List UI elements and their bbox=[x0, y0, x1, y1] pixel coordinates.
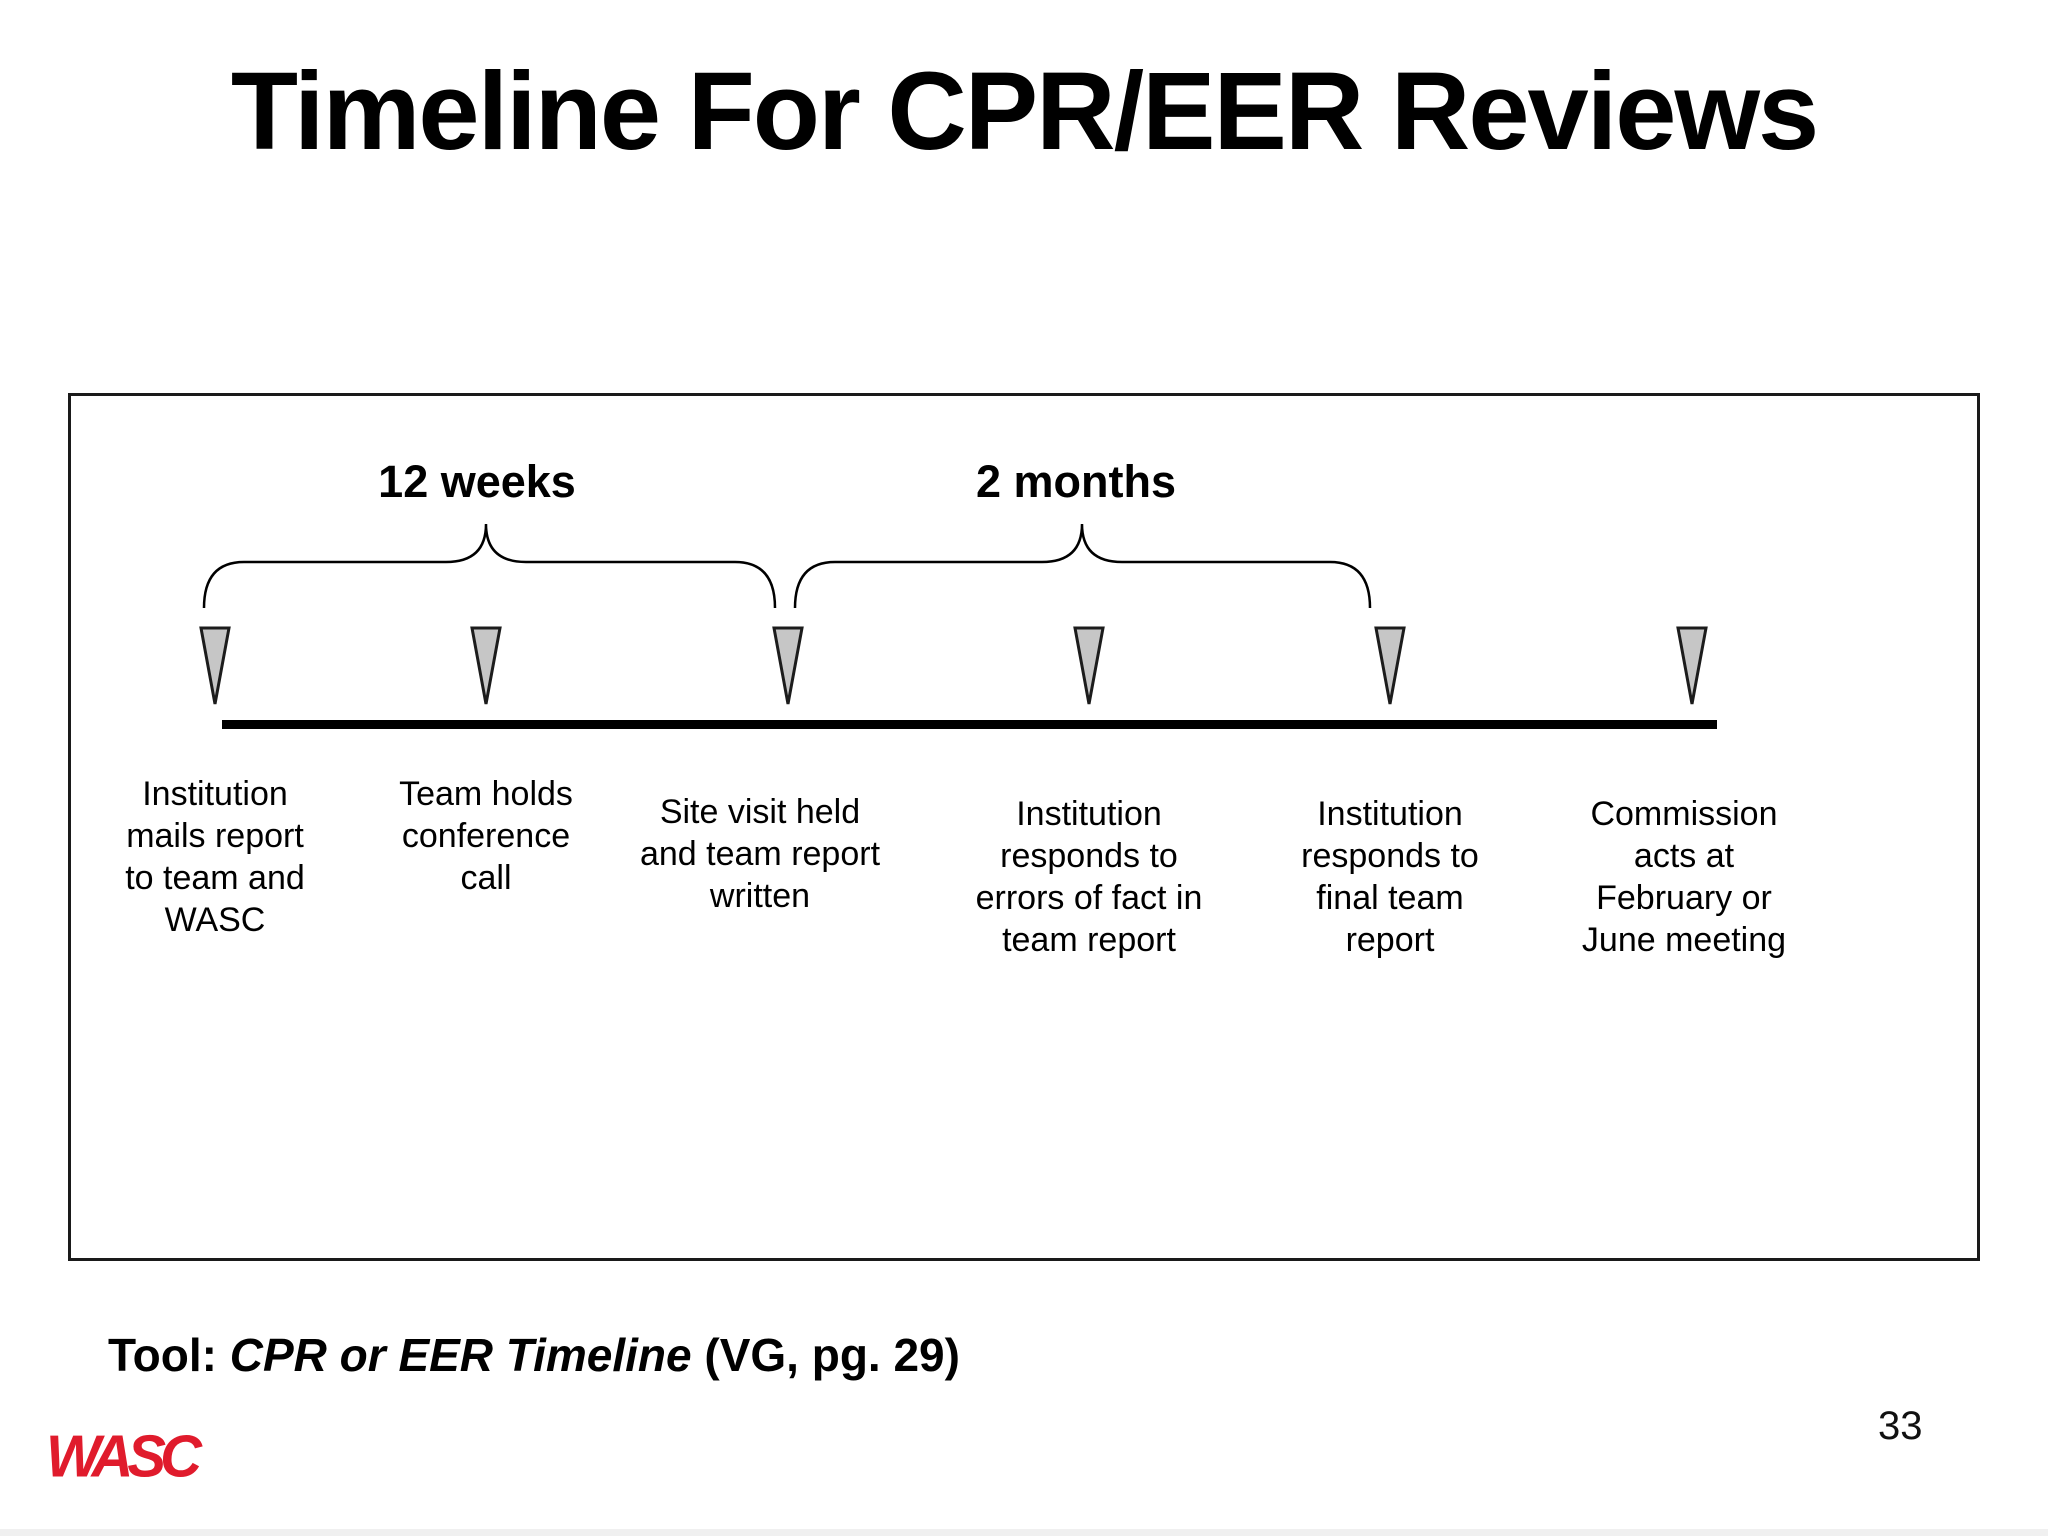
timeline-marker bbox=[1374, 626, 1406, 705]
tool-note-prefix: Tool: bbox=[108, 1329, 230, 1381]
tool-note-name: CPR or EER Timeline bbox=[229, 1329, 692, 1381]
timeline-marker bbox=[1676, 626, 1708, 705]
event-label-site-visit: Site visit held and team report written bbox=[639, 793, 881, 915]
event-label-team-conference-call: Team holds conference call bbox=[399, 775, 573, 897]
timeline-marker bbox=[470, 626, 502, 705]
timeline-graphic bbox=[199, 523, 1717, 729]
timeline-marker bbox=[1073, 626, 1105, 705]
event-label-institution-mails-report: Institution mails report to team and WAS… bbox=[125, 775, 305, 939]
duration-label-12-weeks: 12 weeks bbox=[378, 456, 576, 507]
event-label-commission-acts: Commission acts at February or June meet… bbox=[1581, 795, 1787, 959]
timeline-marker bbox=[199, 626, 231, 705]
duration-label-2-months: 2 months bbox=[975, 456, 1177, 507]
brace-2-months bbox=[793, 523, 1372, 609]
bottom-edge-strip bbox=[0, 1529, 2048, 1536]
timeline-marker bbox=[772, 626, 804, 705]
wasc-logo: WASC bbox=[46, 1423, 202, 1490]
page-title: Timeline For CPR/EER Reviews bbox=[230, 50, 1819, 173]
tool-note-suffix: (VG, pg. 29) bbox=[691, 1329, 960, 1381]
page-number: 33 bbox=[1878, 1404, 1923, 1448]
event-label-errors-of-fact: Institution responds to errors of fact i… bbox=[975, 795, 1203, 959]
timeline-frame: 12 weeks 2 months Institution mails repo… bbox=[68, 393, 1980, 1261]
timeline-axis-line bbox=[222, 720, 1717, 729]
brace-12-weeks bbox=[202, 523, 777, 609]
event-label-final-team-report: Institution responds to final team repor… bbox=[1301, 795, 1479, 959]
tool-note: Tool: CPR or EER Timeline (VG, pg. 29) bbox=[108, 1326, 960, 1384]
